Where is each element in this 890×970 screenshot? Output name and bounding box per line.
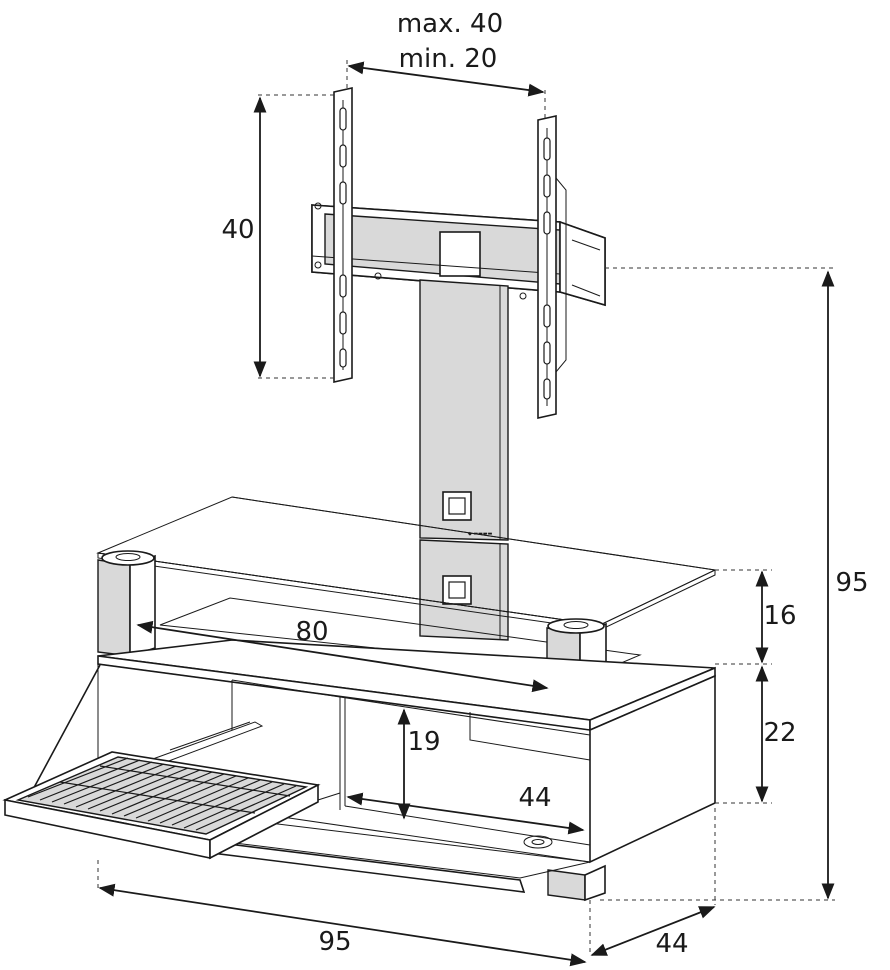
label-cabinet-height: 22 (763, 718, 796, 748)
left-vertical-rail (333, 87, 353, 383)
left-glass-post (97, 550, 156, 658)
label-compartment-depth: 44 (518, 783, 551, 813)
dimension-lines (98, 61, 835, 967)
label-total-height: 95 (835, 568, 868, 598)
dim-total-width (98, 883, 587, 967)
mesh-drawer (2, 751, 321, 860)
dim-total-depth (590, 906, 716, 956)
svg-text:◆ ▬▬▬▬: ◆ ▬▬▬▬ (468, 531, 493, 537)
label-vesa-height: 40 (221, 215, 254, 245)
label-total-depth: 44 (655, 929, 688, 959)
label-glass-width: 80 (295, 617, 328, 647)
right-vertical-rail (537, 115, 567, 419)
label-vesa-min: min. 20 (399, 44, 498, 74)
vesa-bracket (311, 202, 606, 307)
label-compartment-height: 19 (407, 727, 440, 757)
label-glass-height: 16 (763, 601, 796, 631)
dimension-labels: max. 40 min. 20 40 95 16 80 22 19 44 95 … (221, 9, 868, 959)
dim-compartment-depth (346, 792, 585, 835)
label-vesa-max: max. 40 (397, 9, 503, 39)
dim-vesa-spread (347, 61, 545, 97)
dim-glass-width (136, 620, 549, 693)
label-total-width: 95 (318, 927, 351, 957)
support-column: ◆ ▬▬▬▬ (419, 279, 509, 641)
extension-lines (97, 60, 835, 955)
